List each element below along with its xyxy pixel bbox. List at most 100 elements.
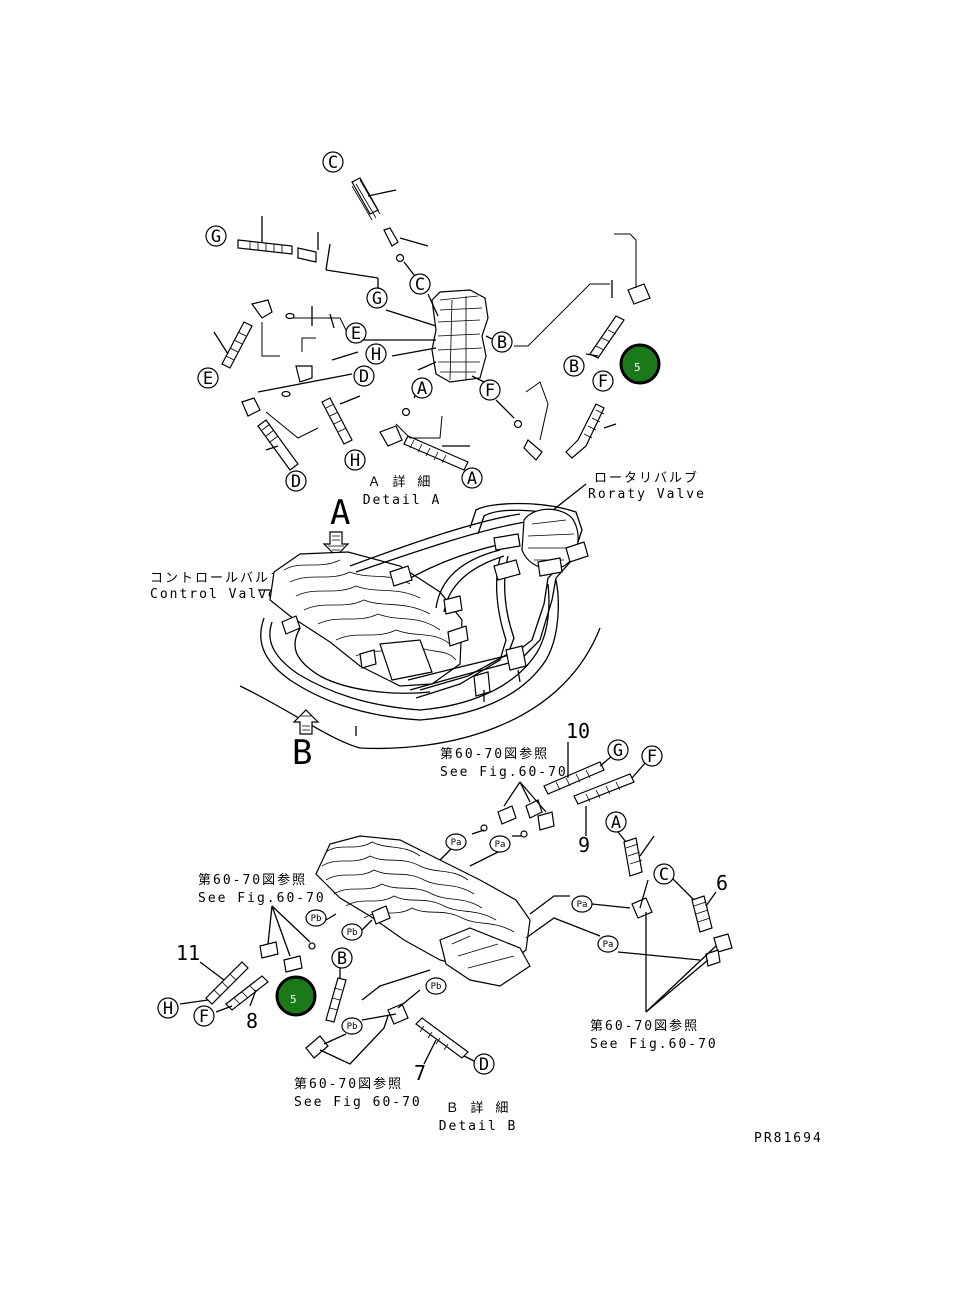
callout-b: B: [497, 333, 507, 353]
leader: [617, 951, 701, 961]
callout-c2: C: [415, 275, 425, 295]
leader: [325, 269, 379, 279]
pipe: [269, 583, 550, 711]
port-pa-4-label: Pa: [603, 940, 614, 950]
see-fig-4-jp: 第60-70図参照: [294, 1076, 403, 1092]
hose-b: [325, 977, 347, 1023]
hotspot-5-upper[interactable]: 5: [619, 343, 661, 385]
leader: [525, 381, 549, 441]
fitting-e-elbow: [250, 299, 273, 319]
leader: [617, 831, 627, 843]
leader: [361, 1013, 397, 1021]
callout-c: C: [328, 153, 338, 173]
fitting-a-thread: [409, 439, 447, 464]
port-fitting: [525, 799, 543, 819]
leader: [519, 781, 547, 813]
callout-h2: H: [350, 451, 360, 471]
port-fitting: [387, 1003, 409, 1025]
detail-b-end-hatch: [451, 935, 515, 969]
part-number-9: 9: [578, 833, 590, 857]
leader: [639, 835, 655, 857]
leader: [639, 879, 649, 909]
leader: [471, 375, 485, 383]
port-pb-1-label: Pb: [311, 914, 322, 924]
rotary-port-fitting: [537, 557, 563, 577]
fitting-e-thread: [225, 331, 247, 361]
leader: [645, 945, 717, 1013]
detail-b-label-en: Detail B: [439, 1119, 518, 1134]
rotary-valve-body: [431, 289, 489, 383]
leader: [395, 415, 443, 439]
callout-circle-c2: [409, 273, 431, 295]
leader: [329, 313, 335, 329]
see-fig-1-en: See Fig.60-70: [440, 765, 568, 780]
fitting-h-elbow: [295, 365, 313, 383]
fitting-c-adapter: [383, 227, 399, 247]
hose-b-thread: [329, 987, 343, 1011]
callout-circle-f2: [592, 370, 614, 392]
leader: [585, 353, 599, 357]
part-number-10: 10: [566, 719, 590, 743]
port-pb-3: [425, 977, 447, 995]
callout-e2: E: [203, 369, 213, 389]
fitting-g-hose: [237, 239, 293, 255]
callout-f: F: [485, 381, 495, 401]
callout-circle-g3: [607, 739, 629, 761]
leader: [591, 903, 631, 909]
callout-circle-c3: [653, 863, 675, 885]
callout-b2: B: [569, 357, 579, 377]
cv-port-fitting: [389, 565, 413, 587]
port-fitting: [705, 949, 721, 967]
leader: [301, 337, 316, 352]
part-number-6: 6: [716, 871, 728, 895]
callout-circle-d3: [473, 1053, 495, 1075]
callout-g: G: [211, 227, 221, 247]
hotspot-5-upper-circle[interactable]: [619, 343, 661, 385]
leader: [519, 781, 531, 803]
port-fitting: [713, 933, 733, 953]
hotspot-5-lower[interactable]: 5: [275, 975, 317, 1017]
see-fig-4-en: See Fig 60-70: [294, 1095, 422, 1110]
o-ring: [308, 942, 316, 950]
leader: [325, 243, 331, 271]
leader: [397, 989, 421, 1009]
leader: [271, 905, 311, 943]
hotspot-5-upper-label: 5: [634, 361, 641, 374]
cv-port-fitting: [447, 625, 469, 647]
leader: [525, 917, 601, 939]
callout-a: A: [417, 379, 427, 399]
callout-d3: D: [479, 1055, 489, 1075]
port-pb-2-label: Pb: [347, 928, 358, 938]
hotspot-5-lower-circle[interactable]: [275, 975, 317, 1017]
rotary-port-fitting: [565, 541, 589, 563]
leader: [261, 322, 280, 357]
cv-port-fitting: [281, 615, 301, 635]
port-pa-1-label: Pa: [451, 838, 462, 848]
callout-f3: F: [647, 747, 657, 767]
callout-a3: A: [611, 813, 621, 833]
hose-10: [543, 761, 605, 795]
leader: [423, 1039, 437, 1065]
leader: [339, 395, 361, 405]
cv-port-fitting: [443, 595, 463, 615]
callout-circle-a2: [461, 467, 483, 489]
callout-circle-a3: [605, 811, 627, 833]
leader: [265, 445, 279, 451]
fitting-c-thread: [351, 179, 381, 221]
fitting-a-elbow: [379, 425, 403, 447]
leader: [265, 411, 319, 439]
fitting-h-thread: [325, 403, 347, 433]
control-valve-label-jp: コントロールバルブ: [150, 570, 285, 586]
leader: [631, 761, 647, 779]
callout-circle-b2: [563, 355, 585, 377]
port-pa-3: [571, 895, 593, 913]
control-valve-sections: [283, 559, 457, 661]
callout-h3: H: [163, 999, 173, 1019]
fitting-g-thread: [249, 241, 283, 253]
hose-d-thread: [419, 1025, 449, 1051]
view-a-letter: A: [330, 493, 350, 533]
leader: [603, 423, 617, 429]
port-fitting: [305, 1035, 329, 1059]
view-b-arrow-hatch: [300, 715, 312, 731]
